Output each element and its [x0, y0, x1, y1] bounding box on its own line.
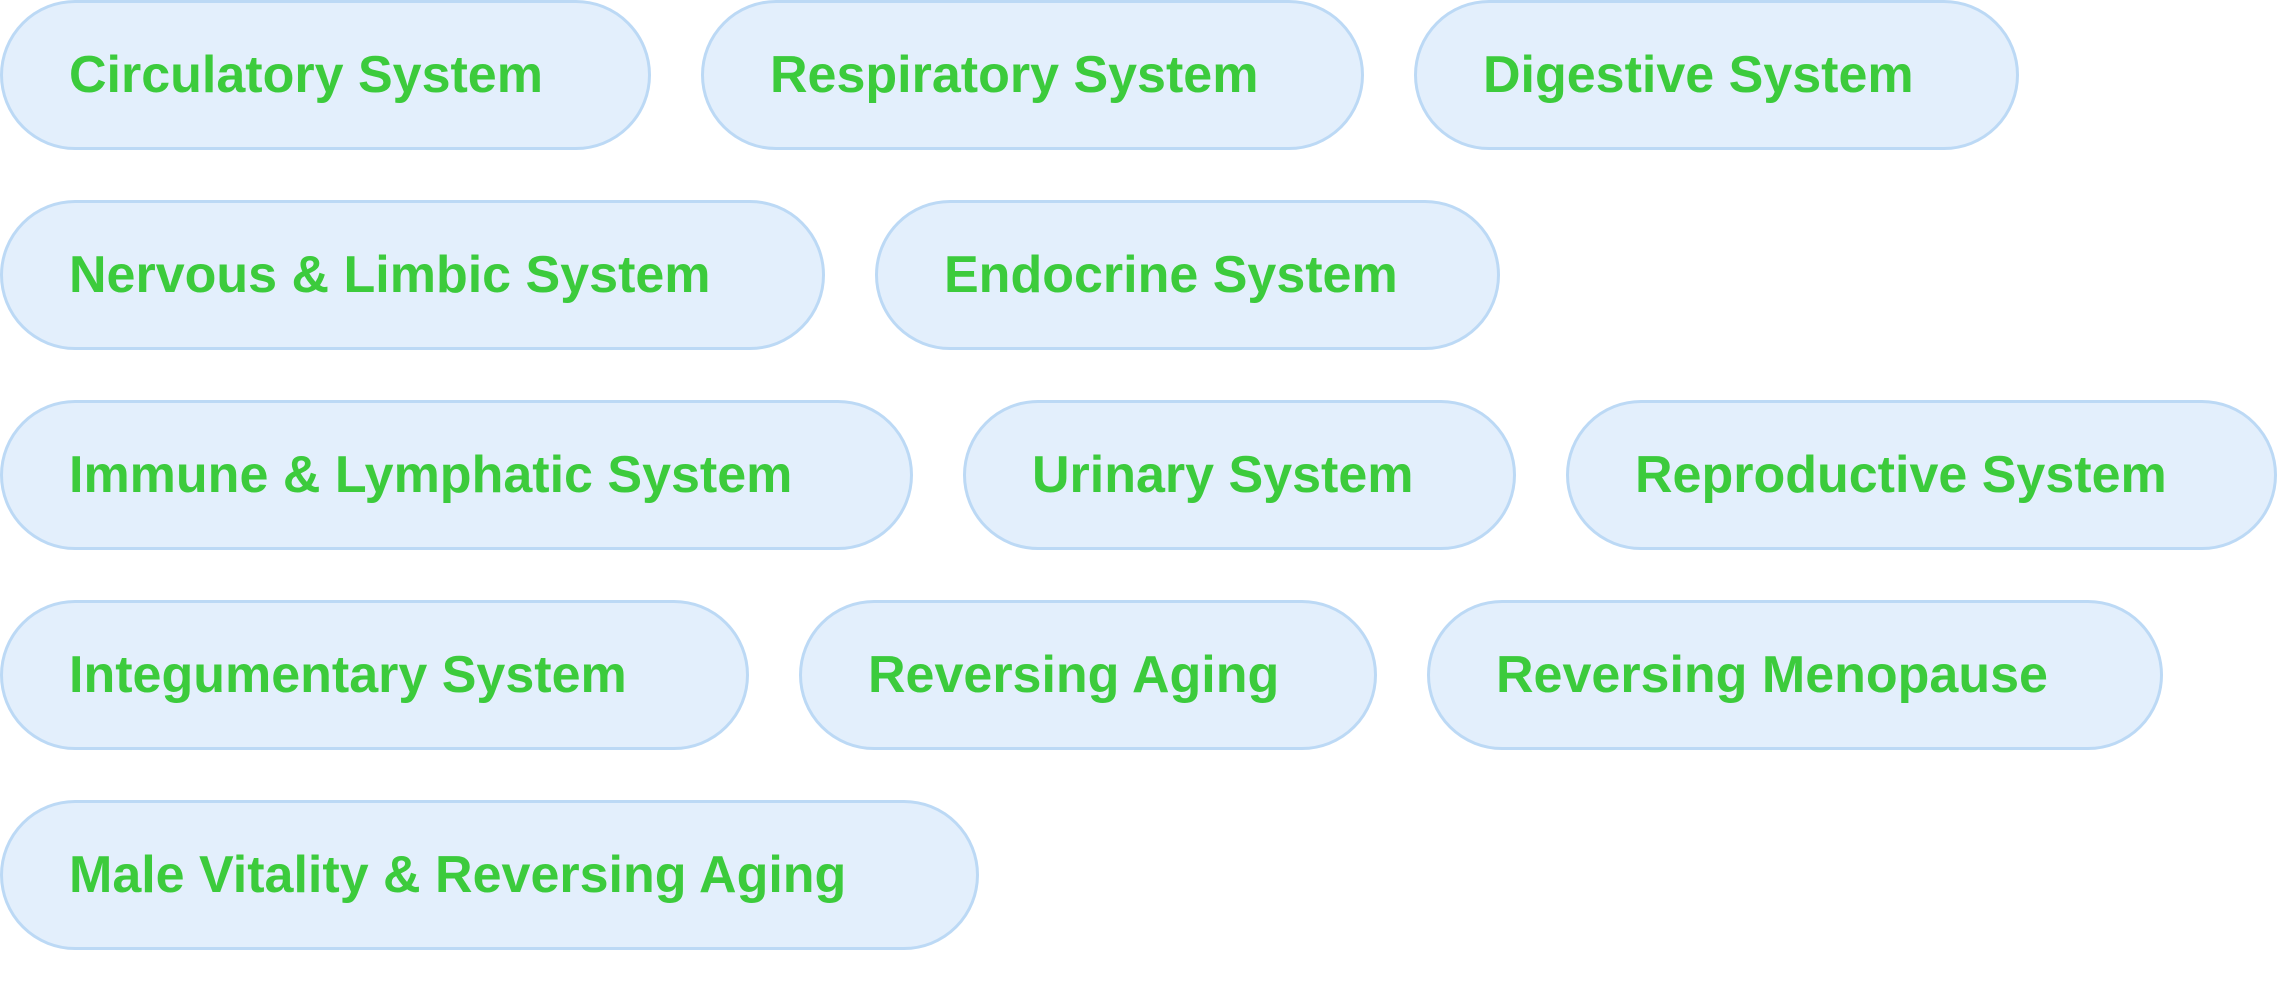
tag-integumentary-system[interactable]: Integumentary System	[0, 600, 749, 750]
tag-urinary-system[interactable]: Urinary System	[963, 400, 1516, 550]
tag-label: Male Vitality & Reversing Aging	[69, 846, 847, 904]
tag-immune-lymphatic-system[interactable]: Immune & Lymphatic System	[0, 400, 913, 550]
tag-nervous-limbic-system[interactable]: Nervous & Limbic System	[0, 200, 825, 350]
tag-label: Reversing Menopause	[1496, 646, 2048, 704]
tag-label: Urinary System	[1032, 446, 1414, 504]
tag-label: Reproductive System	[1635, 446, 2167, 504]
tag-label: Nervous & Limbic System	[69, 246, 711, 304]
tag-reversing-aging[interactable]: Reversing Aging	[799, 600, 1377, 750]
tag-respiratory-system[interactable]: Respiratory System	[701, 0, 1364, 150]
tag-row: Male Vitality & Reversing Aging	[0, 800, 2277, 950]
tag-label: Immune & Lymphatic System	[69, 446, 793, 504]
tag-row: Integumentary System Reversing Aging Rev…	[0, 600, 2277, 750]
tag-digestive-system[interactable]: Digestive System	[1414, 0, 2019, 150]
tag-row: Immune & Lymphatic System Urinary System…	[0, 400, 2277, 550]
tag-label: Endocrine System	[944, 246, 1398, 304]
tag-circulatory-system[interactable]: Circulatory System	[0, 0, 651, 150]
tag-row: Circulatory System Respiratory System Di…	[0, 0, 2277, 150]
tag-label: Digestive System	[1483, 46, 1914, 104]
tag-label: Respiratory System	[770, 46, 1259, 104]
tag-male-vitality-reversing-aging[interactable]: Male Vitality & Reversing Aging	[0, 800, 979, 950]
tag-label: Integumentary System	[69, 646, 627, 704]
tag-label: Reversing Aging	[868, 646, 1280, 704]
tag-label: Circulatory System	[69, 46, 543, 104]
tag-endocrine-system[interactable]: Endocrine System	[875, 200, 1500, 350]
tag-reversing-menopause[interactable]: Reversing Menopause	[1427, 600, 2163, 750]
tag-reproductive-system[interactable]: Reproductive System	[1566, 400, 2277, 550]
tag-row: Nervous & Limbic System Endocrine System	[0, 200, 2277, 350]
